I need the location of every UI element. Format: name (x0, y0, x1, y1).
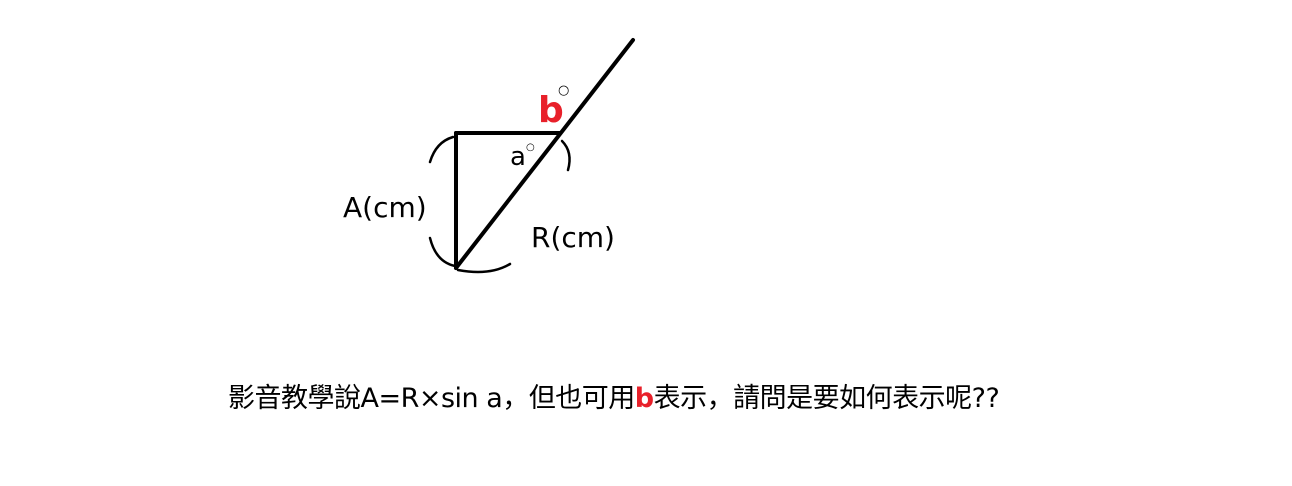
degree-symbol-b: ○ (558, 83, 570, 98)
question-part2: 表示，請問是要如何表示呢?? (653, 383, 1000, 414)
hypotenuse-R-line (454, 38, 635, 270)
angle-arc (560, 139, 571, 172)
question-highlight-b: b (634, 383, 654, 414)
brace-R-arc (456, 262, 512, 274)
question-part1: 影音教學說A=R×sin a，但也可用 (228, 383, 635, 414)
question-text: 影音教學說A=R×sin a，但也可用b表示，請問是要如何表示呢?? (228, 376, 1000, 415)
label-R-cm: R(cm) (531, 221, 615, 254)
label-A-cm: A(cm) (343, 191, 427, 224)
brace-top-arc (428, 135, 455, 164)
label-a: a (510, 142, 526, 172)
label-b: b (538, 90, 564, 131)
degree-symbol-a: ○ (526, 142, 535, 153)
brace-bottom-arc (428, 236, 457, 268)
